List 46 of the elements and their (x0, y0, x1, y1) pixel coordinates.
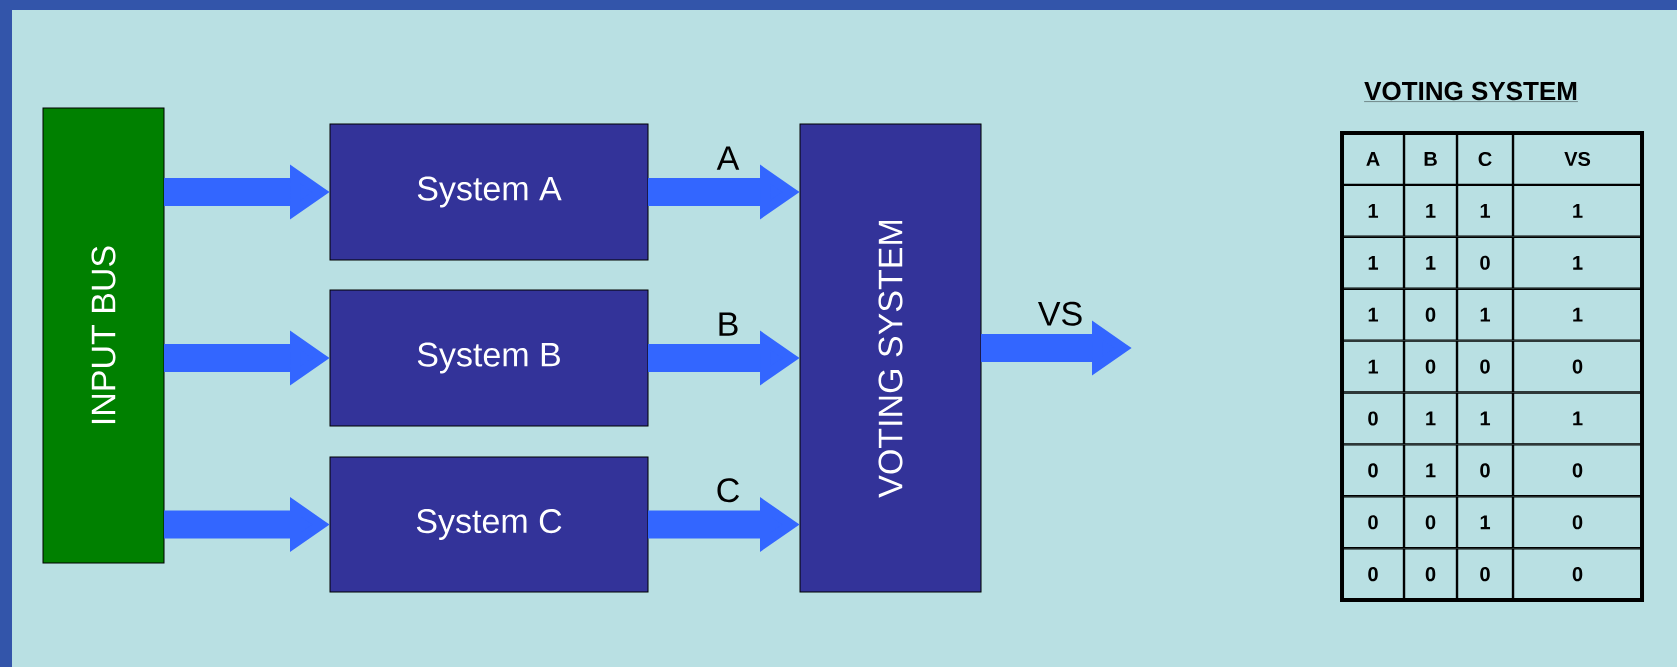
table-cell: C (1457, 133, 1513, 185)
table-cell: B (1404, 133, 1457, 185)
table-cell: 1 (1404, 236, 1457, 289)
table-cell: 0 (1457, 340, 1513, 393)
system-box: System B (329, 289, 649, 427)
system-box: System C (329, 456, 649, 593)
table-cell: 1 (1457, 288, 1513, 341)
table-cell: 0 (1342, 444, 1404, 497)
edge-label: VS (1038, 301, 1082, 326)
table-cell: 0 (1457, 548, 1513, 601)
table-cell: 1 (1404, 184, 1457, 237)
table-cell: 1 (1342, 236, 1404, 289)
table-cell: 1 (1457, 392, 1513, 445)
table-cell: 0 (1342, 392, 1404, 445)
table-cell: 0 (1404, 496, 1457, 549)
table-cell: 1 (1457, 496, 1513, 549)
table-cell: 0 (1457, 444, 1513, 497)
table-cell: 1 (1342, 288, 1404, 341)
table-cell: 0 (1457, 236, 1513, 289)
table-cell: 1 (1342, 340, 1404, 393)
system-box: System A (329, 123, 649, 261)
table-cell: 1 (1457, 184, 1513, 237)
table-cell: 1 (1513, 392, 1642, 445)
table-cell: 0 (1513, 548, 1642, 601)
table-cell: 0 (1404, 340, 1457, 393)
edge-label: B (719, 312, 738, 336)
table-cell: 1 (1513, 236, 1642, 289)
table-cell: 0 (1404, 288, 1457, 341)
table-cell: 1 (1404, 392, 1457, 445)
table-cell: VS (1513, 133, 1642, 185)
table-cell: 1 (1513, 184, 1642, 237)
table-cell: 0 (1342, 496, 1404, 549)
table-title: VOTING SYSTEM (1363, 81, 1579, 102)
table-cell: 0 (1342, 548, 1404, 601)
table-cell: 0 (1513, 340, 1642, 393)
edge-label: C (717, 478, 739, 503)
table-cell: 1 (1404, 444, 1457, 497)
table-cell: A (1342, 133, 1404, 185)
table-cell: 0 (1513, 444, 1642, 497)
edge-label: A (716, 146, 740, 170)
table-cell: 1 (1513, 288, 1642, 341)
bus-bar: INPUT BUS (42, 107, 165, 564)
table-cell: 0 (1404, 548, 1457, 601)
table-cell: 0 (1513, 496, 1642, 549)
bus-bar: VOTING SYSTEM (799, 123, 982, 593)
table-cell: 1 (1342, 184, 1404, 237)
